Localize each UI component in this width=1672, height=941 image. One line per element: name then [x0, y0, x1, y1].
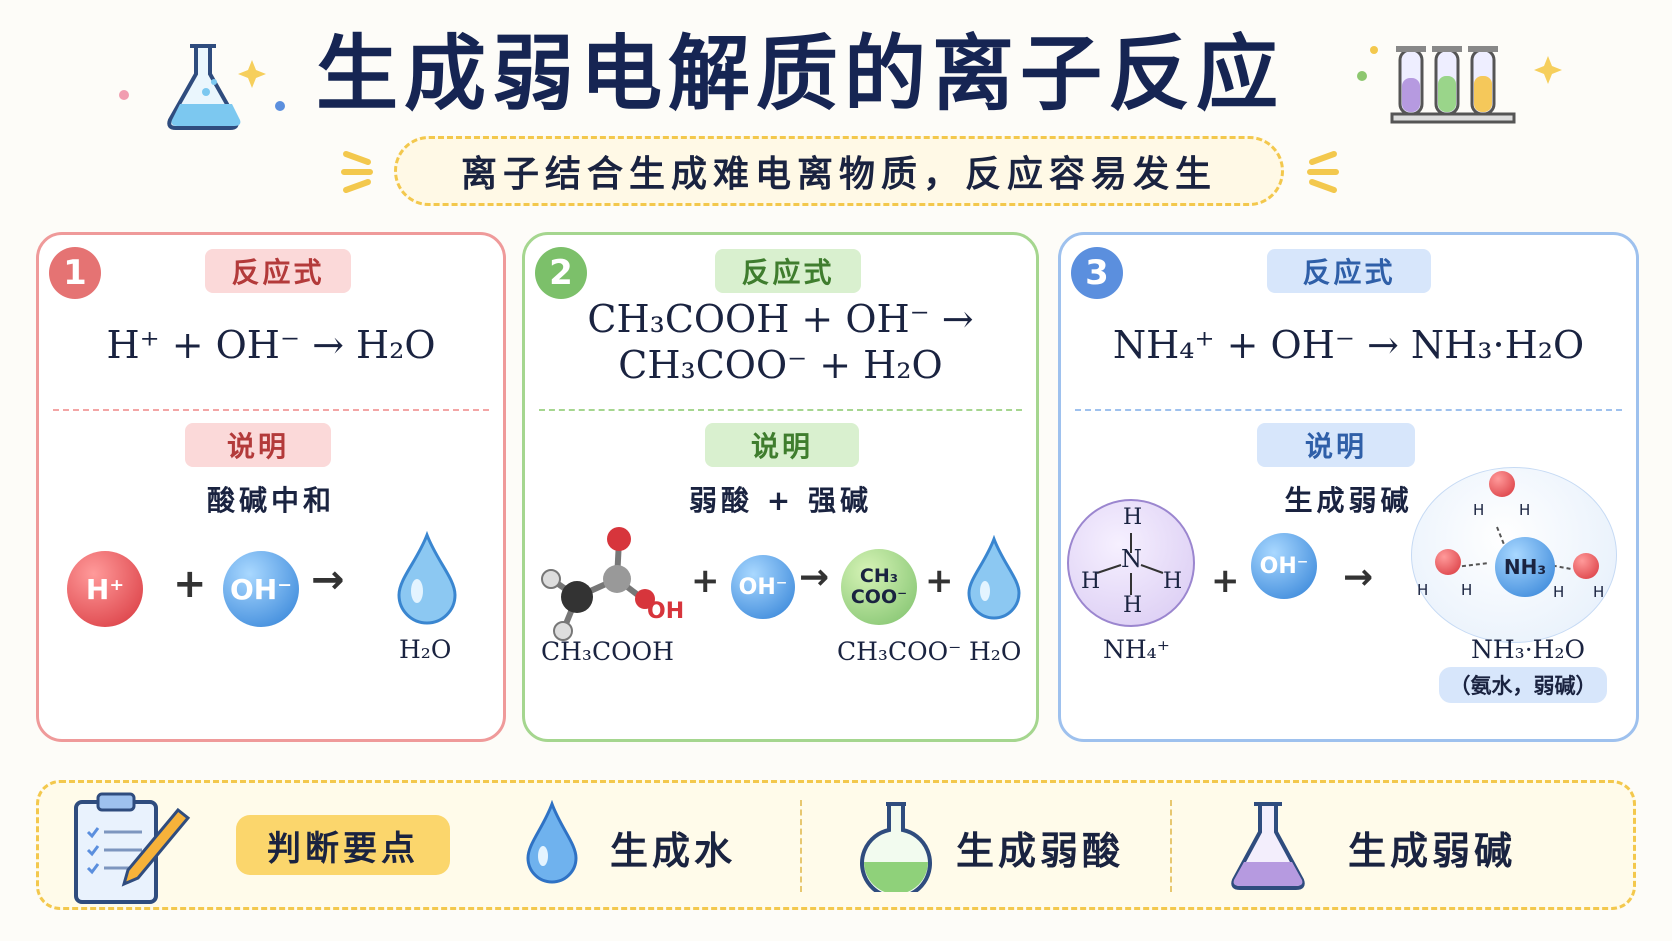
ammonium-h-right: H — [1163, 569, 1183, 594]
separator — [1170, 800, 1172, 892]
note-text: 弱酸 + 强碱 — [689, 484, 872, 517]
divider — [53, 409, 489, 411]
test-tubes-icon — [1357, 46, 1562, 124]
plus-operator: + — [173, 561, 207, 607]
sparkle-left-icon — [341, 151, 373, 193]
water-h-atom: H — [1593, 583, 1605, 601]
hydroxide-ion-ball: OH⁻ — [1251, 533, 1317, 599]
acetic-acid-molecule — [541, 527, 655, 641]
water-h-atom: H — [1519, 501, 1531, 519]
hydroxide-ion-ball: OH⁻ — [731, 555, 795, 619]
plus-operator: + — [1211, 561, 1240, 601]
note-text: 酸碱中和 — [206, 484, 335, 517]
key-point-water: 生成水 — [610, 829, 737, 873]
ion-label: OH⁻ — [738, 574, 788, 600]
conical-flask-icon — [1231, 802, 1305, 890]
round-flask-icon — [860, 802, 932, 892]
subtitle: 离子结合生成难电离物质，反应容易发生 — [460, 154, 1217, 195]
panel-weak-base: 3 反应式 NH₄⁺ + OH⁻ → NH₃·H₂O 说明 生成弱碱 H N H… — [1058, 232, 1639, 742]
divider — [1075, 409, 1622, 411]
ion-label: OH⁻ — [229, 572, 292, 606]
ammonium-caption: NH₄⁺ — [1103, 635, 1170, 664]
hydrogen-bond-lines — [1454, 526, 1572, 570]
ammonium-h-top: H — [1123, 505, 1143, 530]
key-point-weak-acid: 生成弱酸 — [956, 829, 1125, 873]
ammonia-hydrate-caption: NH₃·H₂O — [1471, 635, 1585, 664]
equation-line-2: CH₃COO⁻ + H₂O — [618, 343, 943, 387]
plus-operator-2: + — [925, 561, 954, 601]
note-text: 生成弱碱 — [1284, 484, 1413, 517]
panel-acid-base: 1 反应式 H⁺ + OH⁻ → H₂O 说明 酸碱中和 H⁺ + OH⁻ → … — [36, 232, 506, 742]
acetate-caption: CH₃COO⁻ — [837, 637, 962, 666]
ammonium-h-left: H — [1081, 569, 1101, 594]
equation-line-1: CH₃COOH + OH⁻ → — [587, 297, 974, 341]
ion-label-bottom: COO⁻ — [850, 586, 908, 608]
hydroxyl-label: OH — [647, 599, 685, 624]
hydroxide-ion-ball: OH⁻ — [223, 551, 299, 627]
equation-label: 反应式 — [205, 249, 351, 293]
water-oxygen-top — [1489, 471, 1515, 497]
water-h-atom: H — [1553, 583, 1565, 601]
subtitle-banner: 离子结合生成难电离物质，反应容易发生 — [394, 136, 1284, 206]
divider — [539, 409, 1022, 411]
water-drop-icon — [526, 800, 578, 884]
key-point-weak-base: 生成弱碱 — [1348, 829, 1517, 873]
ammonia-note-badge: （氨水，弱碱） — [1439, 667, 1607, 703]
equation-label: 反应式 — [715, 249, 861, 293]
water-caption: H₂O — [969, 637, 1022, 666]
separator — [800, 800, 802, 892]
equation: NH₄⁺ + OH⁻ → NH₃·H₂O — [1112, 323, 1585, 367]
water-h-atom: H — [1461, 581, 1473, 599]
note-label: 说明 — [705, 423, 859, 467]
acetic-acid-caption: CH₃COOH — [541, 637, 674, 666]
hydrogen-ion-ball: H⁺ — [67, 551, 143, 627]
water-caption: H₂O — [399, 635, 452, 664]
acetate-ion-ball: CH₃ COO⁻ — [841, 549, 917, 625]
clipboard-icon — [74, 792, 191, 904]
panel-number-badge: 1 — [49, 247, 101, 299]
ammonium-n: N — [1121, 545, 1142, 573]
ammonium-bonds — [1096, 533, 1164, 595]
water-oxygen-left — [1435, 549, 1461, 575]
equation-label: 反应式 — [1267, 249, 1431, 293]
key-points-label: 判断要点 — [236, 815, 450, 875]
ion-label: H⁺ — [85, 572, 125, 606]
panel-weak-acid: 2 反应式 CH₃COOH + OH⁻ → CH₃COO⁻ + H₂O 说明 弱… — [522, 232, 1039, 742]
ion-label-top: CH₃ — [859, 565, 899, 587]
plus-operator: + — [691, 561, 720, 601]
ion-label: OH⁻ — [1259, 553, 1309, 579]
flask-icon — [119, 44, 285, 130]
water-oxygen-right — [1573, 553, 1599, 579]
ammonium-ion-sphere — [1067, 499, 1195, 627]
arrow-operator: → — [1343, 557, 1374, 598]
water-drop-icon — [397, 531, 457, 625]
page-title: 生成弱电解质的离子反应 — [315, 27, 1284, 122]
panel-number-badge: 3 — [1071, 247, 1123, 299]
equation: H⁺ + OH⁻ → H₂O — [106, 323, 436, 367]
water-h-atom: H — [1417, 581, 1429, 599]
note-label: 说明 — [1257, 423, 1415, 467]
water-drop-icon — [967, 535, 1021, 620]
water-h-atom: H — [1473, 501, 1485, 519]
ammonium-h-bottom: H — [1123, 593, 1143, 618]
note-label: 说明 — [185, 423, 331, 467]
panel-number-badge: 2 — [535, 247, 587, 299]
sparkle-right-icon — [1307, 151, 1339, 193]
ion-label: NH₃ — [1503, 555, 1547, 579]
ammonia-molecule-ball: NH₃ — [1495, 537, 1555, 597]
arrow-operator: → — [311, 557, 345, 603]
arrow-operator: → — [799, 557, 830, 598]
